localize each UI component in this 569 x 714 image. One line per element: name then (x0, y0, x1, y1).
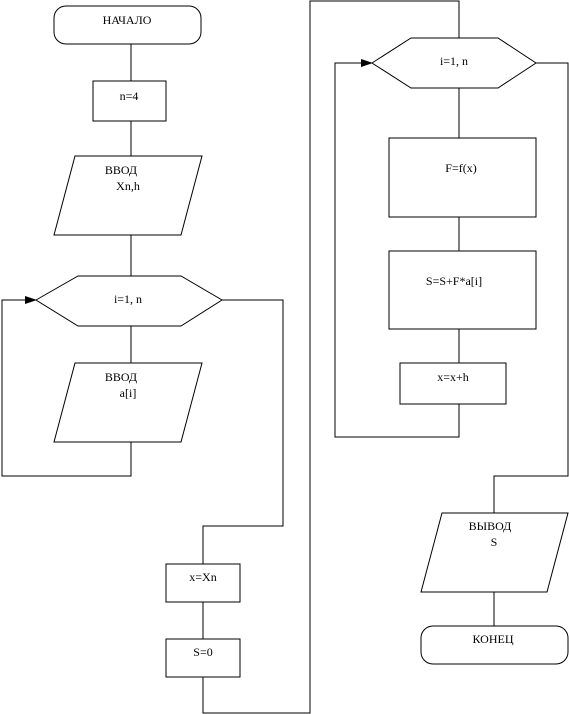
input-a-label-line-1: ВВОД (105, 370, 137, 384)
calc-f-label: F=f(x) (445, 161, 476, 175)
connector-assign-s-to-loop2 (202, 0, 460, 714)
loop2-label: i=1, n (440, 54, 468, 68)
output-parallelogram (420, 512, 569, 593)
init-n-node: n=4 (92, 80, 167, 122)
connector-loop1-exit (202, 299, 284, 564)
connector-loop2-exit (493, 62, 569, 513)
input-x-node: ВВОД Xn,h (53, 155, 203, 236)
output-label-line-1: ВЫВОД (469, 519, 512, 533)
calc-s-label: S=S+F*a[i] (426, 274, 482, 288)
step-x-node: x=x+h (399, 362, 507, 405)
init-n-label: n=4 (120, 89, 139, 103)
input-a-node: ВВОД a[i] (53, 362, 203, 443)
step-x-label: x=x+h (437, 370, 469, 384)
step-x-box (399, 362, 507, 405)
loop1-hexagon (35, 275, 223, 327)
loop2-node: i=1, n (371, 37, 537, 89)
calc-s-node: S=S+F*a[i] (388, 250, 537, 330)
calc-f-node: F=f(x) (388, 137, 537, 218)
end-label: КОНЕЦ (472, 632, 513, 646)
input-a-parallelogram (53, 362, 203, 443)
start-label: НАЧАЛО (103, 13, 152, 27)
output-node: ВЫВОД S (420, 512, 569, 593)
start-terminator (53, 5, 202, 45)
assign-x-box (165, 563, 241, 603)
input-a-label-line-2: a[i] (120, 386, 137, 400)
loop2-hexagon (371, 37, 537, 89)
assign-x-node: x=Xn (165, 563, 241, 603)
input-x-label-line-1: ВВОД (105, 163, 137, 177)
assign-s-node: S=0 (165, 638, 241, 678)
calc-s-box (388, 250, 537, 330)
assign-s-box (165, 638, 241, 678)
input-x-parallelogram (53, 155, 203, 236)
calc-f-box (388, 137, 537, 218)
end-node: КОНЕЦ (420, 625, 569, 665)
loop1-label: i=1, n (114, 292, 142, 306)
end-terminator (420, 625, 569, 665)
input-x-label-line-2: Xn,h (116, 179, 140, 193)
assign-s-label: S=0 (193, 645, 212, 659)
connector-loop1-return-arrow (1, 296, 132, 477)
connector-loop2-return-arrow (334, 59, 460, 438)
init-n-box (92, 80, 167, 122)
output-label-line-2: S (491, 535, 498, 549)
assign-x-label: x=Xn (189, 570, 216, 584)
loop1-node: i=1, n (35, 275, 223, 327)
start-node: НАЧАЛО (53, 5, 202, 45)
